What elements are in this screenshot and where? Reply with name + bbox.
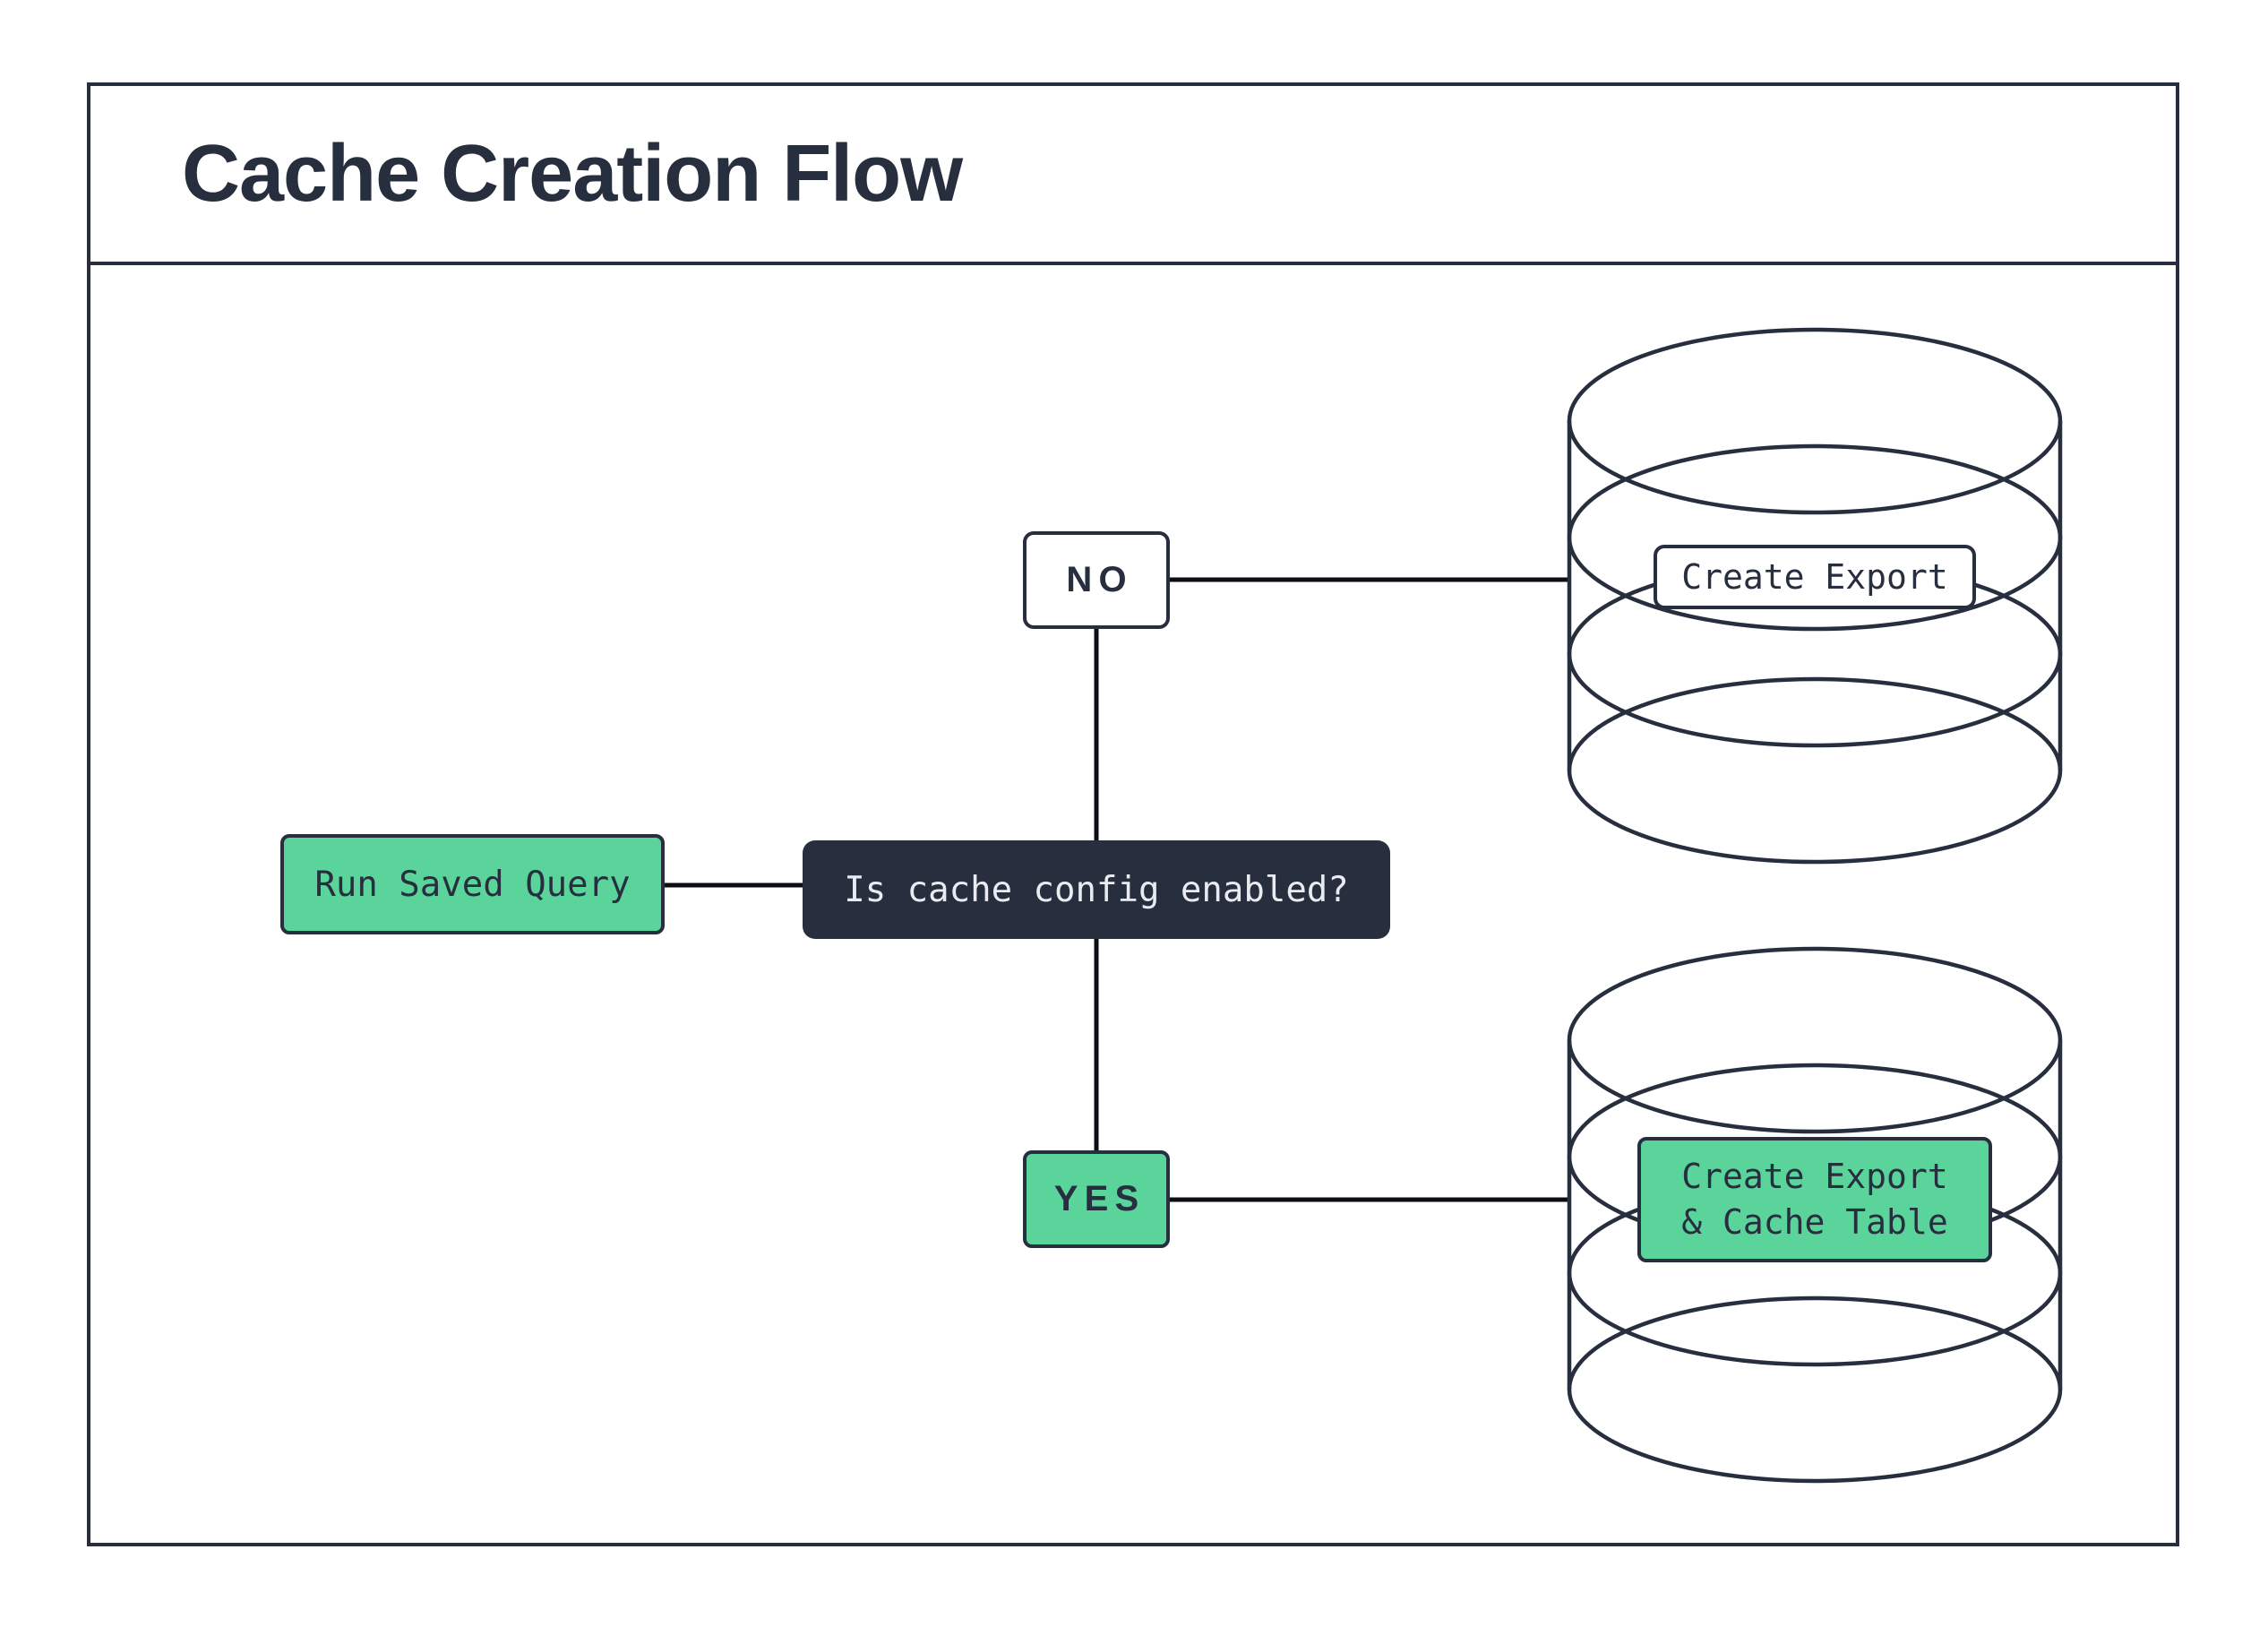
connectors — [665, 577, 1569, 1202]
diagram-header: Cache Creation Flow — [90, 86, 2176, 265]
node-run-saved-query: Run Saved Query — [280, 834, 665, 934]
node-no-branch: NO — [1023, 531, 1170, 629]
database-disk — [1567, 946, 2063, 1134]
database-disk — [1567, 443, 2063, 632]
node-create-export-and-cache-table: Create Export & Cache Table — [1637, 1137, 1992, 1262]
database-disk — [1567, 676, 2063, 865]
database-disk — [1567, 1296, 2063, 1484]
page-title: Cache Creation Flow — [182, 128, 963, 219]
node-decision-is-cache-config-enabled: Is cache config enabled? — [803, 840, 1390, 939]
diagram-frame: Cache Creation Flow — [87, 82, 2179, 1546]
node-create-export: Create Export — [1654, 545, 1976, 609]
node-yes-branch: YES — [1023, 1150, 1170, 1248]
database-disk — [1567, 327, 2063, 515]
